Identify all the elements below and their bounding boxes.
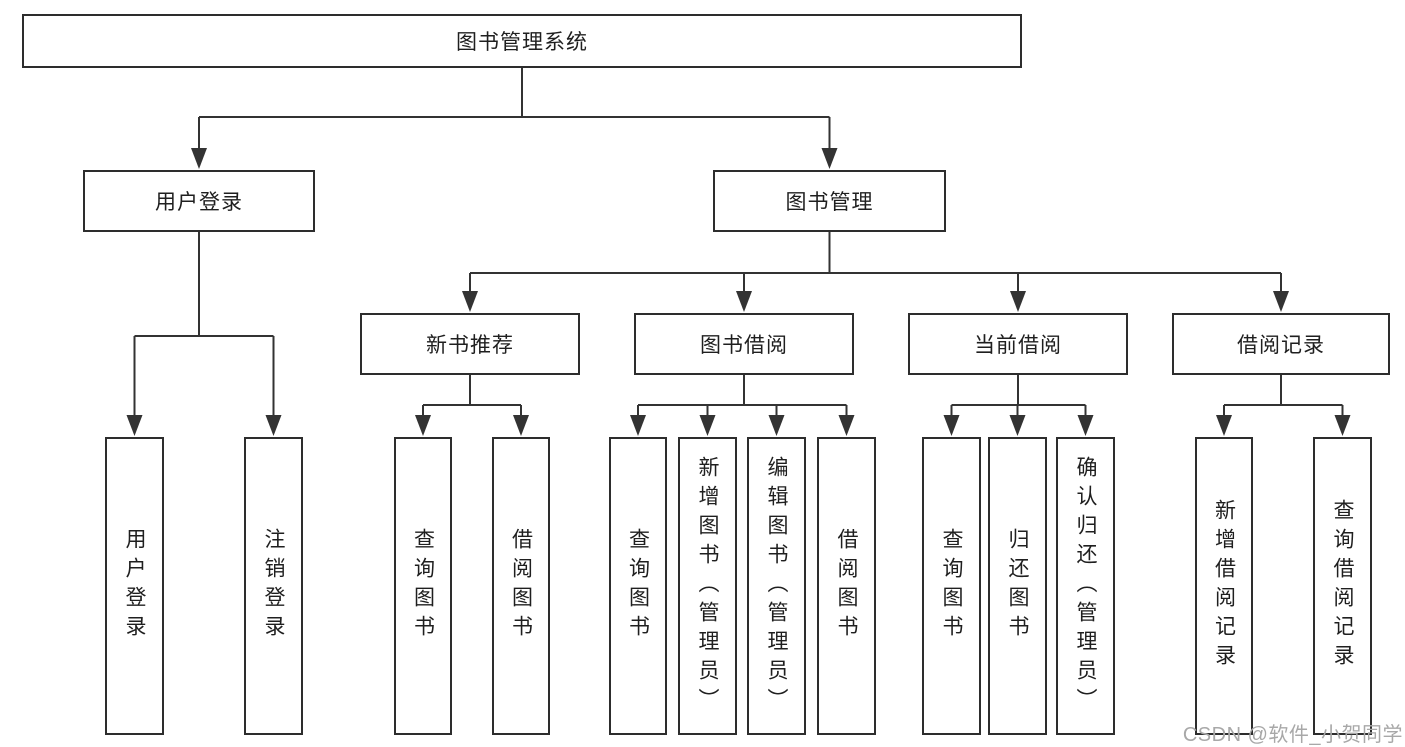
arrowhead-down-icon [1334, 415, 1351, 436]
arrowhead-down-icon [1010, 291, 1026, 312]
arrowhead-down-icon [630, 415, 646, 436]
node-borrow-records: 借阅记录 [1172, 313, 1390, 375]
arrowhead-down-icon [838, 415, 855, 436]
arrowhead-down-icon [699, 415, 716, 436]
arrowhead-down-icon [821, 148, 838, 169]
edge-line [422, 375, 522, 422]
node-current-borrow: 当前借阅 [908, 313, 1128, 375]
arrowhead-down-icon [126, 415, 143, 436]
node-book-mgmt: 图书管理 [713, 170, 946, 232]
watermark: CSDN @软件_小贺同学 [1182, 724, 1403, 746]
node-leaf-edit-book: 编辑图书（管理员） [747, 437, 806, 735]
node-leaf-add-book: 新增图书（管理员） [678, 437, 737, 735]
arrowhead-down-icon [768, 415, 785, 436]
node-leaf-query-record: 查询借阅记录 [1313, 437, 1372, 735]
node-leaf-query-book-2: 查询图书 [609, 437, 667, 735]
node-leaf-borrow-book-1: 借阅图书 [492, 437, 550, 735]
arrowhead-down-icon [462, 291, 478, 312]
node-user-login: 用户登录 [83, 170, 315, 232]
node-book-borrow: 图书借阅 [634, 313, 854, 375]
edge-line [198, 68, 831, 155]
arrowhead-down-icon [265, 415, 282, 436]
edge-line [133, 232, 275, 422]
arrowhead-down-icon [736, 291, 752, 312]
node-leaf-query-book-1: 查询图书 [394, 437, 452, 735]
node-leaf-confirm-return: 确认归还（管理员） [1056, 437, 1115, 735]
arrowhead-down-icon [513, 415, 529, 436]
arrowhead-down-icon [1273, 291, 1289, 312]
arrowhead-down-icon [943, 415, 960, 436]
arrowhead-down-icon [191, 148, 207, 169]
node-leaf-user-login: 用户登录 [105, 437, 164, 735]
arrowhead-down-icon [1009, 415, 1026, 436]
arrowhead-down-icon [415, 415, 431, 436]
edge-line [469, 232, 1282, 298]
node-leaf-logout: 注销登录 [244, 437, 303, 735]
node-leaf-query-book-3: 查询图书 [922, 437, 981, 735]
edge-line [1223, 375, 1344, 422]
node-leaf-add-record: 新增借阅记录 [1195, 437, 1253, 735]
edge-line [637, 375, 848, 422]
node-leaf-return-book: 归还图书 [988, 437, 1047, 735]
edge-line [950, 375, 1087, 422]
arrowhead-down-icon [1077, 415, 1094, 436]
node-root: 图书管理系统 [22, 14, 1022, 68]
node-leaf-borrow-book-2: 借阅图书 [817, 437, 876, 735]
arrowhead-down-icon [1216, 415, 1232, 436]
node-new-book-rec: 新书推荐 [360, 313, 580, 375]
